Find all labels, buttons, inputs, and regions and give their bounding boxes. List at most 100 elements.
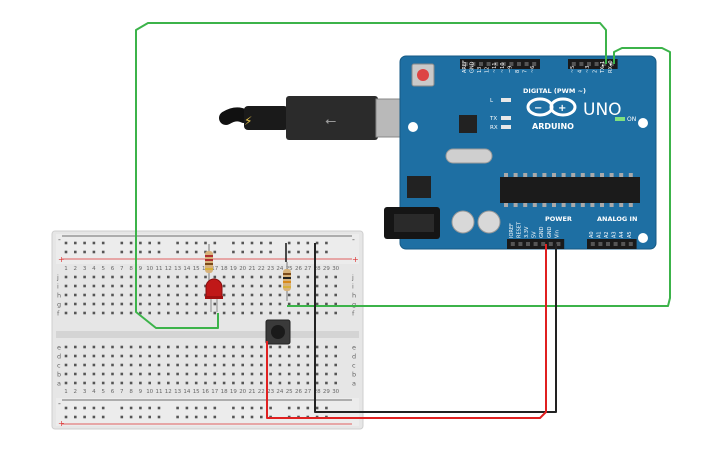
breadboard-hole[interactable] xyxy=(241,345,244,349)
header-pin[interactable] xyxy=(602,62,607,66)
rail-hole[interactable] xyxy=(213,406,217,410)
rail-hole[interactable] xyxy=(250,406,254,410)
rail-hole[interactable] xyxy=(269,241,272,245)
rail-hole[interactable] xyxy=(129,241,133,245)
rail-hole[interactable] xyxy=(213,250,217,254)
header-pin[interactable] xyxy=(621,242,626,246)
breadboard-hole[interactable] xyxy=(306,345,310,349)
header-pin[interactable] xyxy=(518,242,523,246)
rail-hole[interactable] xyxy=(92,406,96,410)
breadboard-hole[interactable] xyxy=(334,275,337,279)
breadboard-hole[interactable] xyxy=(232,372,235,376)
wire-red-5v[interactable] xyxy=(266,244,547,419)
breadboard-hole[interactable] xyxy=(250,381,254,385)
breadboard-hole[interactable] xyxy=(83,311,86,315)
rail-hole[interactable] xyxy=(176,415,179,419)
rail-hole[interactable] xyxy=(297,406,300,410)
rail-hole[interactable] xyxy=(204,406,207,410)
header-pin[interactable] xyxy=(471,62,476,66)
rail-hole[interactable] xyxy=(185,415,189,419)
rail-hole[interactable] xyxy=(92,415,96,419)
breadboard-hole[interactable] xyxy=(287,345,291,349)
breadboard-hole[interactable] xyxy=(148,381,151,385)
breadboard-hole[interactable] xyxy=(157,354,161,358)
rail-hole[interactable] xyxy=(315,406,319,410)
breadboard-hole[interactable] xyxy=(83,381,86,385)
breadboard-hole[interactable] xyxy=(111,363,114,367)
rail-hole[interactable] xyxy=(315,250,319,254)
breadboard-hole[interactable] xyxy=(64,293,68,297)
header-pin[interactable] xyxy=(463,62,468,66)
breadboard-hole[interactable] xyxy=(306,293,310,297)
rail-hole[interactable] xyxy=(120,250,124,254)
breadboard-hole[interactable] xyxy=(278,275,282,279)
breadboard-hole[interactable] xyxy=(232,354,235,358)
breadboard-hole[interactable] xyxy=(185,275,189,279)
header-pin[interactable] xyxy=(628,242,633,246)
breadboard-hole[interactable] xyxy=(64,284,68,288)
rail-hole[interactable] xyxy=(194,406,198,410)
breadboard-hole[interactable] xyxy=(194,311,198,315)
breadboard-hole[interactable] xyxy=(297,363,300,367)
breadboard-hole[interactable] xyxy=(213,381,217,385)
breadboard-hole[interactable] xyxy=(194,372,198,376)
breadboard-hole[interactable] xyxy=(325,284,328,288)
breadboard-hole[interactable] xyxy=(260,275,263,279)
breadboard-hole[interactable] xyxy=(260,345,263,349)
breadboard-hole[interactable] xyxy=(334,381,337,385)
breadboard-hole[interactable] xyxy=(176,302,179,306)
breadboard-hole[interactable] xyxy=(306,354,310,358)
breadboard-hole[interactable] xyxy=(129,345,133,349)
breadboard-hole[interactable] xyxy=(260,293,263,297)
header-pin[interactable] xyxy=(526,242,530,246)
breadboard-hole[interactable] xyxy=(306,275,310,279)
breadboard-hole[interactable] xyxy=(315,275,319,279)
breadboard-hole[interactable] xyxy=(222,363,226,367)
breadboard-hole[interactable] xyxy=(306,363,310,367)
breadboard-hole[interactable] xyxy=(278,311,282,315)
breadboard-hole[interactable] xyxy=(297,284,300,288)
breadboard-hole[interactable] xyxy=(83,363,86,367)
breadboard-hole[interactable] xyxy=(250,363,254,367)
rail-hole[interactable] xyxy=(297,241,300,245)
breadboard-hole[interactable] xyxy=(92,345,96,349)
breadboard-hole[interactable] xyxy=(260,372,263,376)
rail-hole[interactable] xyxy=(74,250,77,254)
rail-hole[interactable] xyxy=(204,241,207,245)
rail-hole[interactable] xyxy=(64,406,68,410)
rail-hole[interactable] xyxy=(232,415,235,419)
breadboard-hole[interactable] xyxy=(74,311,77,315)
rail-hole[interactable] xyxy=(250,250,254,254)
rail-hole[interactable] xyxy=(260,415,263,419)
breadboard-hole[interactable] xyxy=(74,302,77,306)
breadboard-hole[interactable] xyxy=(278,363,282,367)
breadboard-hole[interactable] xyxy=(334,363,337,367)
rail-hole[interactable] xyxy=(260,250,263,254)
breadboard-hole[interactable] xyxy=(325,354,328,358)
breadboard-hole[interactable] xyxy=(129,381,133,385)
rail-hole[interactable] xyxy=(148,406,151,410)
rail-hole[interactable] xyxy=(269,250,272,254)
breadboard-hole[interactable] xyxy=(129,284,133,288)
breadboard-hole[interactable] xyxy=(194,345,198,349)
breadboard-hole[interactable] xyxy=(148,275,151,279)
breadboard-hole[interactable] xyxy=(213,311,217,315)
rail-hole[interactable] xyxy=(250,241,254,245)
breadboard-hole[interactable] xyxy=(92,302,96,306)
header-pin[interactable] xyxy=(532,62,537,66)
breadboard-hole[interactable] xyxy=(74,345,77,349)
breadboard-hole[interactable] xyxy=(185,284,189,288)
breadboard-hole[interactable] xyxy=(194,284,198,288)
breadboard-hole[interactable] xyxy=(325,381,328,385)
breadboard-hole[interactable] xyxy=(185,363,189,367)
breadboard-hole[interactable] xyxy=(101,311,105,315)
breadboard-hole[interactable] xyxy=(176,275,179,279)
breadboard-hole[interactable] xyxy=(269,345,272,349)
rail-hole[interactable] xyxy=(232,250,235,254)
breadboard-hole[interactable] xyxy=(278,381,282,385)
breadboard-hole[interactable] xyxy=(157,293,161,297)
breadboard-hole[interactable] xyxy=(213,363,217,367)
rail-hole[interactable] xyxy=(213,241,217,245)
breadboard-hole[interactable] xyxy=(260,381,263,385)
